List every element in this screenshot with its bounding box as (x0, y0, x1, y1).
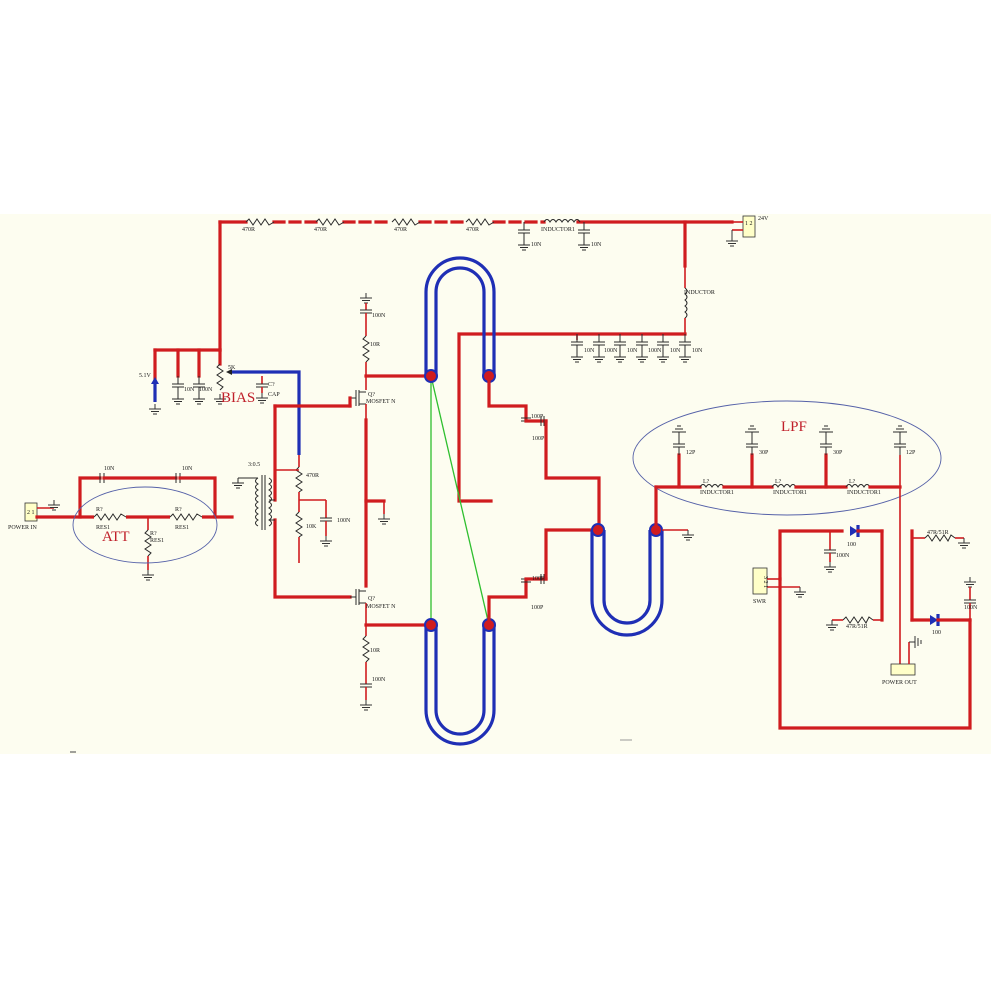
inductor-top-symbol (543, 219, 581, 223)
cap-c-label: C? (268, 382, 275, 388)
q-top-ref: Q? (368, 392, 375, 398)
bank-2-label: 100N (604, 348, 618, 354)
lpf-c3-label: 30P (833, 450, 843, 456)
power-out-connector (890, 636, 922, 676)
lpf-l3-label: INDUCTOR1 (847, 490, 881, 496)
power-out-label: POWER OUT (882, 680, 917, 686)
c-100p-4-label: 100P (531, 605, 544, 611)
lpf-l2-label: INDUCTOR1 (773, 490, 807, 496)
output-balun-bottom (424, 625, 496, 746)
r-470-bias-label: 470R (306, 473, 319, 479)
r-470-3-label: 470R (394, 227, 407, 233)
bias-network (148, 348, 301, 455)
att-r3-label: RES1 (150, 538, 164, 544)
low-pass-filter (632, 400, 942, 664)
q-top-type: MOSFET N (366, 399, 396, 405)
gate-top-r-label: 10R (370, 342, 380, 348)
input-transformer (231, 475, 275, 530)
r-470-2-label: 470R (314, 227, 327, 233)
att-r2-ref: R? (175, 507, 182, 513)
cap-top-2-label: 10N (591, 242, 602, 248)
transformer-ratio-label: 3:0.5 (248, 462, 260, 468)
cap-top-1-label: 10N (531, 242, 542, 248)
swr-connector-label: SWR (753, 599, 766, 605)
att-block-label: ATT (102, 529, 130, 545)
q-bot-type: MOSFET N (366, 604, 396, 610)
inductor-top-label: INDUCTOR1 (541, 227, 575, 233)
lpf-l1-ref: L? (703, 479, 710, 485)
bias-c1-label: 10N (184, 387, 195, 393)
lpf-l3-ref: L? (849, 479, 856, 485)
output-u-trace (590, 485, 695, 637)
connector-24v-label: 24V (758, 216, 769, 222)
lpf-c1-label: 12P (686, 450, 696, 456)
gate-network (273, 404, 352, 599)
r-10k-label: 10K (306, 524, 317, 530)
bias-block-label: BIAS (221, 390, 255, 406)
swr-detector (778, 525, 977, 730)
power-in-pins: 2 1 (27, 510, 35, 516)
swr-d2-label: 100 (932, 630, 941, 636)
mosfet-top (348, 292, 434, 420)
cap-label: CAP (268, 392, 280, 398)
zener-label: 5.1V (139, 373, 152, 379)
bias-c2-label: 100N (199, 387, 213, 393)
pot-label: 5K (228, 365, 236, 371)
att-c2-label: 10N (182, 466, 193, 472)
bank-6-label: 10N (670, 348, 681, 354)
att-c1-label: 10N (104, 466, 115, 472)
swr-connector-pins: 3 2 1 (762, 576, 768, 588)
swr-r1-label: 47R/51R (846, 624, 868, 630)
mosfet-bottom (350, 589, 434, 711)
attenuator (72, 473, 218, 581)
gate-top-c-label: 100N (372, 313, 386, 319)
bank-1-label: 10N (584, 348, 595, 354)
swr-c2-label: 100N (964, 605, 978, 611)
swr-c1-label: 100N (836, 553, 850, 559)
att-r3-ref: R? (150, 531, 157, 537)
swr-d1-label: 100 (847, 542, 856, 548)
att-r2-label: RES1 (175, 525, 189, 531)
gate-bot-c-label: 100N (372, 677, 386, 683)
lpf-block-label: LPF (781, 419, 807, 435)
output-coupling (487, 374, 601, 627)
lpf-c4-label: 12P (906, 450, 916, 456)
output-balun-top (424, 256, 496, 376)
power-in-label: POWER IN (8, 525, 37, 531)
r-470-4-label: 470R (466, 227, 479, 233)
swr-connector (752, 567, 807, 598)
c-100p-1-label: 100P (531, 414, 544, 420)
lpf-l1-label: INDUCTOR1 (700, 490, 734, 496)
swr-r2-label: 47R/51R (927, 530, 949, 536)
supply-rail (218, 220, 734, 352)
c-100p-2-label: 100P (532, 436, 545, 442)
q-bot-ref: Q? (368, 596, 375, 602)
bank-7-label: 10N (692, 348, 703, 354)
lpf-l2-ref: L? (775, 479, 782, 485)
lpf-c2-label: 30P (759, 450, 769, 456)
c-100n-bias-label: 100N (337, 518, 351, 524)
connector-24v (725, 215, 756, 247)
source-ground-bus (364, 418, 391, 588)
att-r1-ref: R? (96, 507, 103, 513)
bank-3-label: 10N (627, 348, 638, 354)
gate-bot-r-label: 10R (370, 648, 380, 654)
cross-jumpers (430, 375, 490, 626)
c-100p-3-label: 100P (532, 576, 545, 582)
resistor-470r-chain (245, 218, 495, 226)
att-r1-label: RES1 (96, 525, 110, 531)
inductor-vert-label: INDUCTOR (684, 290, 715, 296)
r-470-1-label: 470R (242, 227, 255, 233)
connector-24v-pins: 1 2 (745, 221, 753, 227)
bank-5-label: 100N (648, 348, 662, 354)
